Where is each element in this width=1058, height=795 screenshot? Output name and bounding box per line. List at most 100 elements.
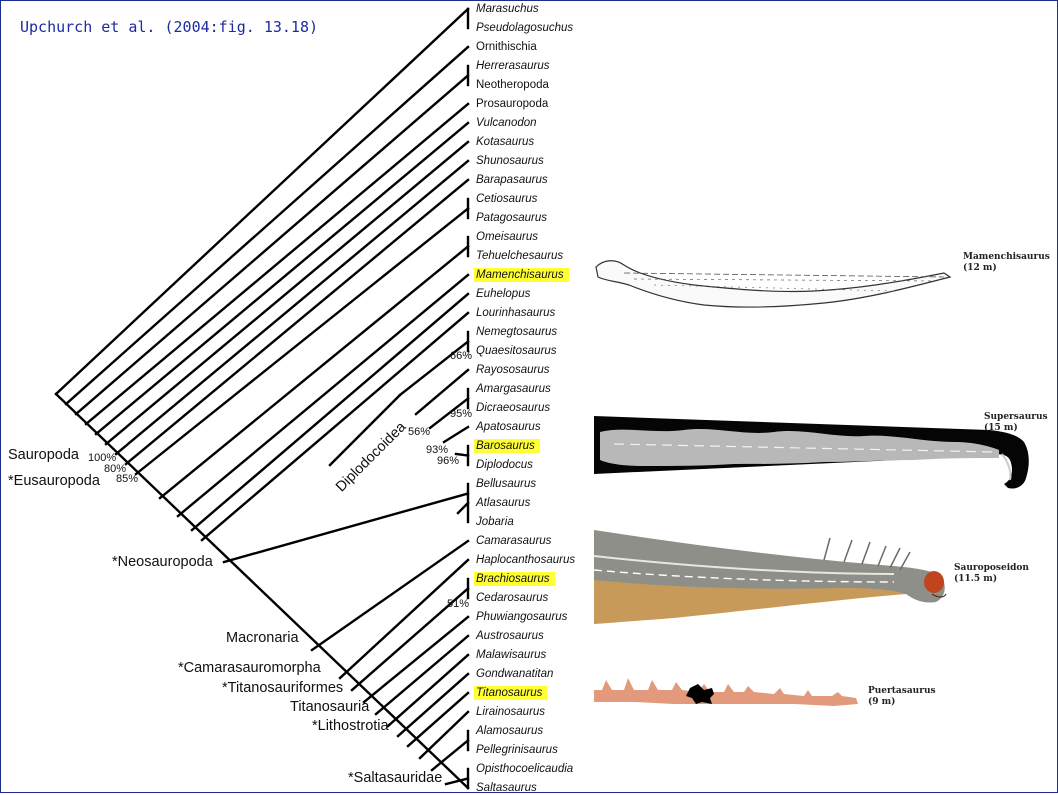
puertasaurus-caption: Puertasaurus (9 m): [868, 686, 936, 708]
taxon-label: Haplocanthosaurus: [476, 554, 576, 566]
taxon-label: Brachiosaurus: [474, 572, 555, 586]
support-eusauropoda-b: 85%: [116, 473, 139, 485]
puertasaurus-length: (9 m): [868, 697, 896, 707]
support-nemegtosaurus: 66%: [450, 350, 473, 362]
taxon-label: Barapasaurus: [476, 174, 548, 186]
clade-label-titanosauriformes: *Titanosauriformes: [222, 680, 344, 696]
branch-line: [310, 539, 470, 652]
taxon-label: Jobaria: [476, 516, 514, 528]
branch-line: [406, 691, 470, 748]
branch-line: [350, 586, 470, 692]
branch-line: [442, 425, 470, 444]
sauroposeidon-length: (11.5 m): [954, 574, 998, 584]
taxon-label: Camarasaurus: [476, 535, 552, 547]
branch-line: [190, 292, 470, 532]
taxon-label: Marasuchus: [476, 3, 539, 15]
taxon-label: Rayososaurus: [476, 364, 550, 376]
branch-line: [84, 102, 470, 426]
taxon-label: Apatosaurus: [476, 421, 541, 433]
clade-label-eusauropoda: *Eusauropoda: [8, 473, 100, 489]
support-barosaurus-diplodocus: 96%: [437, 455, 460, 467]
branch-line: [94, 121, 470, 436]
branch-line: [428, 396, 470, 430]
taxon-label: Lirainosaurus: [476, 706, 546, 718]
taxon-label: Atlasaurus: [476, 497, 531, 509]
support-cedarosaurus: 51%: [447, 598, 470, 610]
puertasaurus-illustration: [594, 678, 858, 706]
branch-line: [396, 672, 470, 738]
supersaurus-length: (15 m): [984, 423, 1018, 433]
spine-line: [54, 392, 470, 790]
taxon-label: Patagosaurus: [476, 212, 547, 224]
branch-line: [114, 159, 470, 456]
taxon-label: Shunosaurus: [476, 155, 544, 167]
taxon-label: Titanosaurus: [474, 686, 548, 700]
sauroposeidon-illustration: [594, 530, 947, 624]
branch-line: [444, 777, 470, 786]
mamenchisaurus-name: Mamenchisaurus: [963, 252, 1050, 262]
clade-label-macronaria: Macronaria: [226, 630, 299, 646]
taxon-label: Tehuelchesaurus: [476, 250, 564, 262]
mamenchisaurus-length: (12 m): [963, 263, 997, 273]
taxon-label: Pseudolagosuchus: [476, 22, 574, 34]
taxon-label: Nemegtosaurus: [476, 326, 558, 338]
branch-line: [54, 7, 470, 396]
sister-bracket: [456, 501, 470, 515]
taxon-label: Barosaurus: [474, 439, 540, 453]
clade-label-saltasauridae: *Saltasauridae: [348, 770, 443, 786]
taxon-label: Cedarosaurus: [476, 592, 549, 604]
branch-line: [158, 244, 470, 500]
taxon-label: Bellusaurus: [476, 478, 537, 490]
taxon-label: Gondwanatitan: [476, 668, 554, 680]
support-diplodocoidea: 56%: [408, 426, 431, 438]
branch-line: [374, 634, 470, 716]
supersaurus-caption: Supersaurus (15 m): [984, 412, 1048, 434]
taxon-label: Vulcanodon: [476, 117, 537, 129]
sauroposeidon-name: Sauroposeidon: [954, 563, 1029, 573]
taxon-label: Diplodocus: [476, 459, 533, 471]
branch-line: [386, 653, 470, 728]
citation: Upchurch et al. (2004:fig. 13.18): [20, 18, 319, 36]
branch-line: [64, 45, 470, 406]
taxon-label: Cetiosaurus: [476, 193, 538, 205]
branch-line: [74, 73, 470, 416]
taxon-label: Pellegrinisaurus: [476, 744, 558, 756]
taxon-label: Prosauropoda: [476, 98, 549, 110]
taxon-label: Euhelopus: [476, 288, 531, 300]
branch-line: [398, 339, 470, 397]
taxon-label: Kotasaurus: [476, 136, 535, 148]
support-eusauropoda-a: 80%: [104, 463, 127, 475]
puertasaurus-name: Puertasaurus: [868, 686, 936, 696]
branch-line: [430, 738, 470, 772]
clade-stem-line: [328, 393, 402, 467]
clade-label-sauropoda: Sauropoda: [8, 447, 79, 463]
taxon-label: Amargasaurus: [476, 383, 551, 395]
branch-line: [134, 206, 470, 476]
taxon-label: Mamenchisaurus: [474, 268, 569, 282]
clade-label-lithostrotia: *Lithostrotia: [312, 718, 389, 734]
taxon-label: Neotheropoda: [476, 79, 549, 91]
branch-line: [362, 615, 470, 704]
support-sauropoda: 100%: [88, 452, 117, 464]
sauroposeidon-caption: Sauroposeidon (11.5 m): [954, 563, 1029, 585]
branch-line: [200, 311, 470, 542]
taxon-label: Opisthocoelicaudia: [476, 763, 574, 775]
branch-line: [418, 710, 470, 760]
branch-line: [124, 178, 470, 466]
clade-label-neosauropoda: *Neosauropoda: [112, 554, 213, 570]
supersaurus-illustration: [594, 416, 1029, 489]
taxon-label: Austrosaurus: [476, 630, 544, 642]
taxon-label: Alamosaurus: [476, 725, 544, 737]
support-dicraeosaurinae: 95%: [450, 408, 473, 420]
taxon-label: Malawisaurus: [476, 649, 547, 661]
taxon-label: Lourinhasaurus: [476, 307, 556, 319]
taxon-label: Omeisaurus: [476, 231, 538, 243]
taxon-label: Quaesitosaurus: [476, 345, 557, 357]
branch-line: [454, 452, 470, 457]
mamenchisaurus-caption: Mamenchisaurus (12 m): [963, 252, 1050, 274]
taxon-label: Herrerasaurus: [476, 60, 550, 72]
taxon-label: Phuwiangosaurus: [476, 611, 568, 623]
taxon-label: Ornithischia: [476, 41, 537, 53]
branch-line: [222, 492, 470, 564]
